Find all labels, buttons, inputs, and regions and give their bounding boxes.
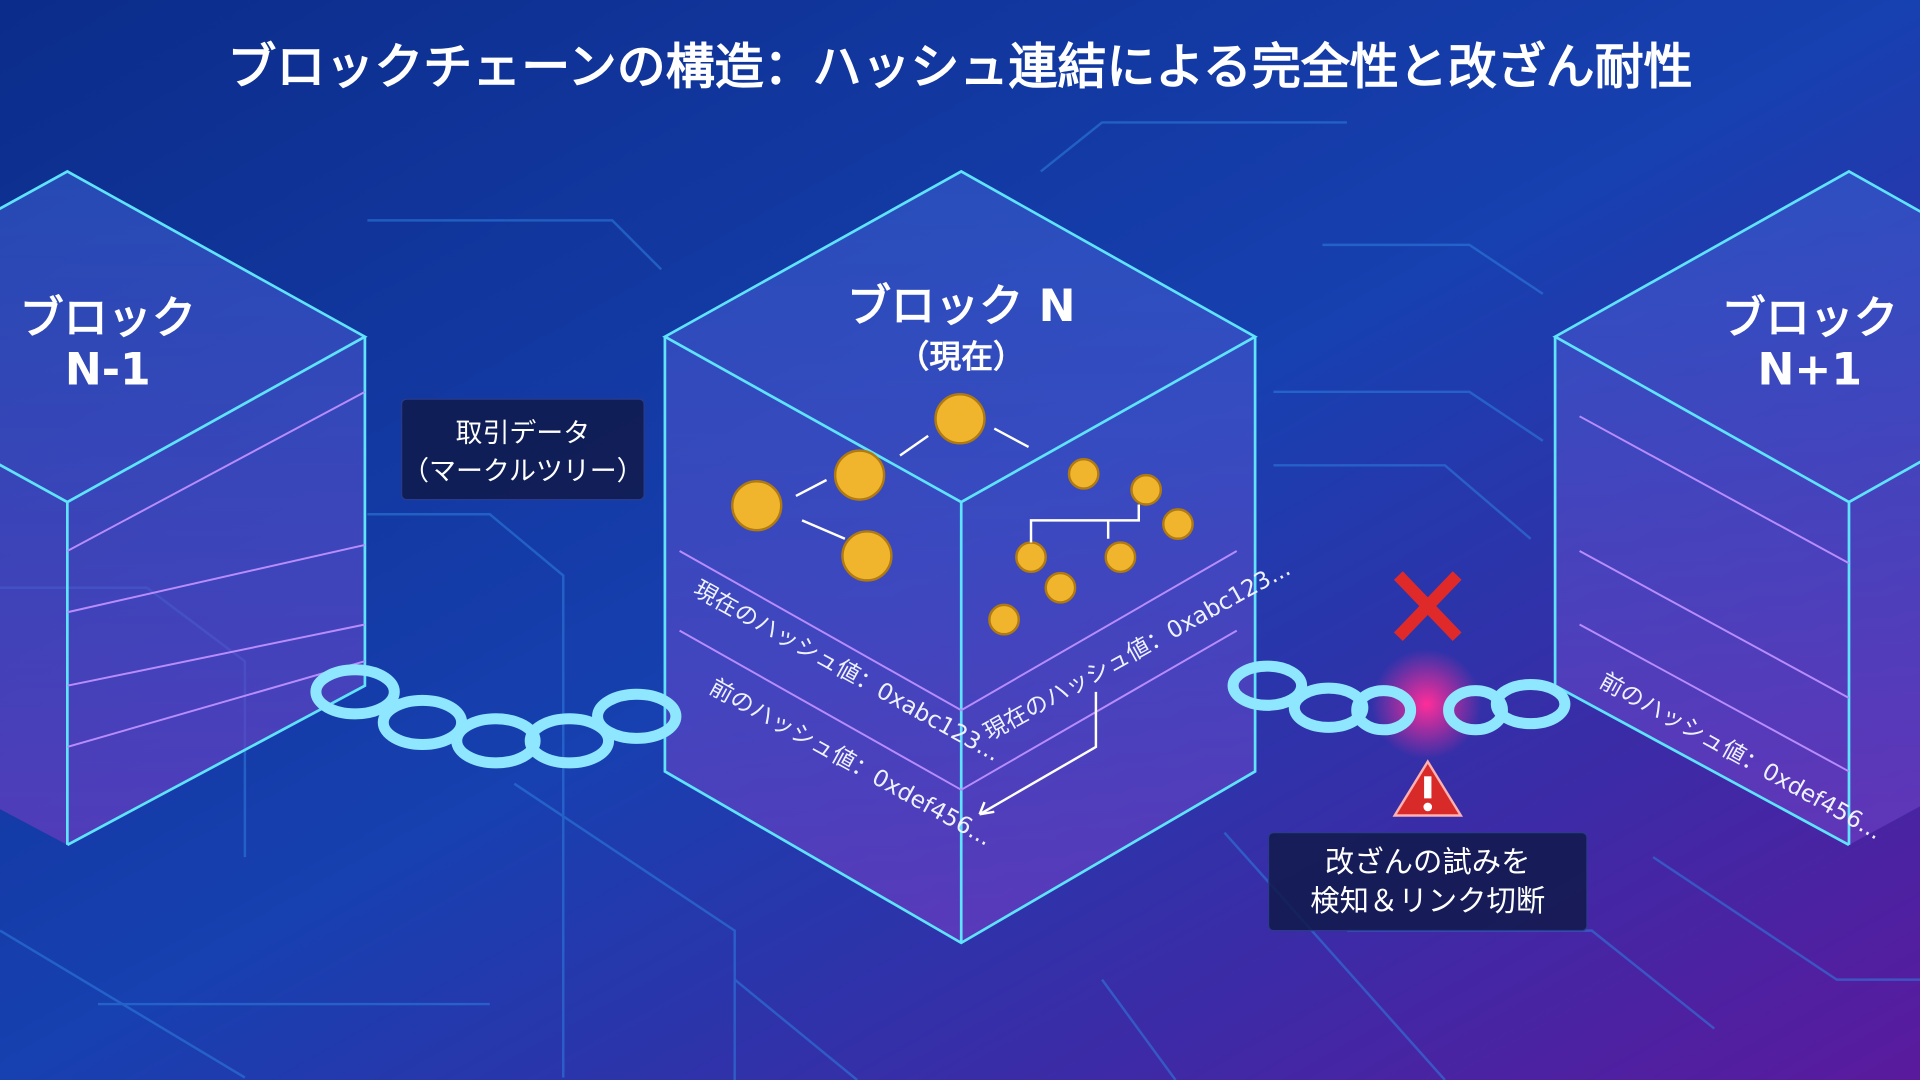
block-n-plus-1-number: N+1 bbox=[1758, 344, 1863, 395]
hash-link-arrow bbox=[978, 691, 1098, 816]
coin-icon bbox=[1162, 508, 1194, 540]
tamper-callout-line2: 検知＆リンク切断 bbox=[1310, 884, 1545, 918]
coin-icon bbox=[988, 603, 1020, 636]
coin-icon bbox=[1015, 541, 1047, 574]
tamper-callout-line1: 改ざんの試みを bbox=[1325, 845, 1531, 879]
transaction-callout-line1: 取引データ bbox=[456, 418, 591, 449]
merkle-tree-coins bbox=[731, 393, 1194, 636]
block-n-minus-1-number: N-1 bbox=[65, 344, 151, 395]
coin-icon bbox=[841, 530, 893, 582]
page-title: ブロックチェーンの構造：ハッシュ連結による完全性と改ざん耐性 bbox=[227, 38, 1692, 95]
coin-icon bbox=[934, 393, 986, 445]
coin-icon bbox=[1130, 473, 1163, 506]
block-n-minus-1: ブロック N-1 bbox=[0, 169, 368, 847]
red-x-icon bbox=[1393, 571, 1462, 641]
block-n-plus-1-label: ブロック bbox=[1722, 293, 1898, 344]
tamper-callout: 改ざんの試みを 検知＆リンク切断 bbox=[1267, 832, 1588, 932]
block-n: ブロック N （現在） 現在のハッシュ値：0xabc123... 前のハッシュ値… bbox=[662, 169, 1295, 945]
coin-icon bbox=[1067, 457, 1100, 490]
block-n-label: ブロック N bbox=[847, 281, 1076, 332]
coin-icon bbox=[1104, 541, 1137, 574]
chain-right-broken bbox=[1227, 648, 1571, 760]
block-n-subtitle: （現在） bbox=[898, 337, 1025, 375]
coin-icon bbox=[1044, 571, 1077, 604]
transaction-callout-line2: （マークルツリー） bbox=[402, 456, 644, 487]
coin-icon bbox=[731, 480, 783, 532]
transaction-data-callout: 取引データ （マークルツリー） bbox=[401, 398, 645, 501]
warning-triangle-icon bbox=[1392, 759, 1464, 817]
block-n-minus-1-label: ブロック bbox=[20, 293, 196, 344]
chain-left bbox=[310, 664, 682, 769]
coin-icon bbox=[833, 449, 886, 501]
